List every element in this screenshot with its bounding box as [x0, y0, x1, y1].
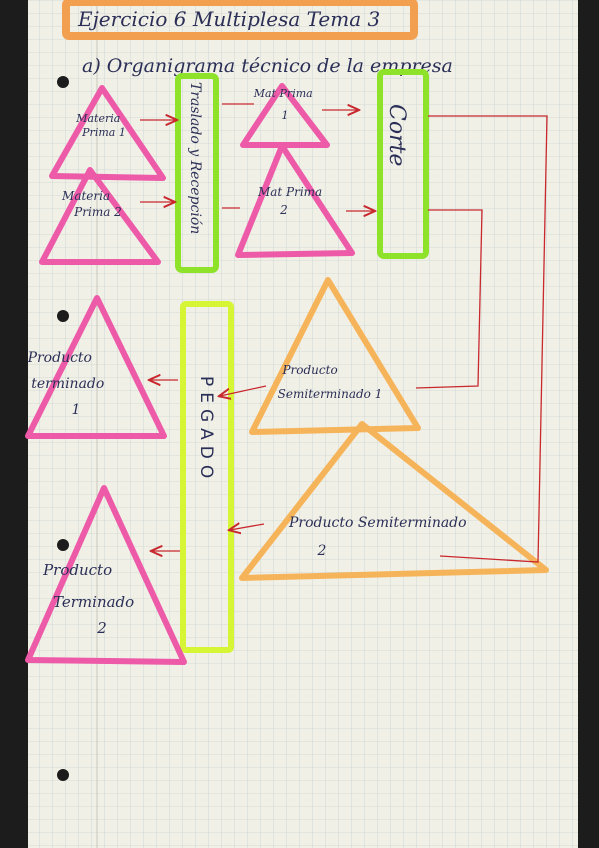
producto-terminado-2-label: Producto Terminado 2 — [42, 561, 139, 637]
materia-prima-2-triangle — [39, 167, 161, 265]
pegado-box — [180, 301, 234, 653]
mat-prima-1-triangle — [240, 83, 330, 148]
binder-hole — [57, 310, 69, 322]
materia-prima-1-label: Materia Prima 1 — [75, 112, 126, 139]
grid-lines — [28, 0, 578, 848]
binder-hole — [57, 539, 69, 551]
binder-hole — [57, 76, 69, 88]
producto-semiterminado-1-label: Producto Semiterminado 1 — [278, 363, 383, 401]
diagram-subtitle: a) Organigrama técnico de la empresa — [82, 55, 453, 77]
arrow-semi2-to-pegado — [230, 524, 265, 530]
connector-group — [140, 103, 548, 563]
producto-semiterminado-2-label: Producto Semiterminado 2 — [288, 515, 471, 559]
pegado-label: PEGADO — [196, 376, 216, 484]
producto-terminado-1-triangle — [25, 295, 167, 439]
mat-prima-2-label: Mat Prima 2 — [257, 185, 326, 217]
corte-box — [377, 69, 429, 259]
materia-prima-2-label: Materia Prima 2 — [61, 189, 122, 219]
traslado-recepcion-box — [175, 73, 219, 273]
producto-terminado-1-label: Producto terminado 1 — [27, 350, 109, 418]
traslado-recepcion-label: Traslado y Recepción — [187, 82, 203, 234]
connector-corte-to-semi2 — [428, 115, 548, 563]
binder-hole — [57, 769, 69, 781]
page-title: Ejercicio 6 Multiplesa Tema 3 — [77, 7, 380, 31]
corte-label: Corte — [384, 104, 409, 166]
title-highlight — [62, 0, 418, 40]
producto-semiterminado-1-triangle — [249, 277, 421, 435]
producto-semiterminado-2-triangle — [239, 421, 549, 581]
producto-terminado-2-triangle — [25, 485, 187, 665]
arrow-semi1-to-pegado — [220, 385, 267, 396]
connector-corte-to-semi1 — [415, 209, 483, 389]
mat-prima-1-label: Mat Prima 1 — [253, 87, 316, 122]
mat-prima-2-triangle — [235, 143, 355, 258]
materia-prima-1-triangle — [49, 85, 166, 181]
